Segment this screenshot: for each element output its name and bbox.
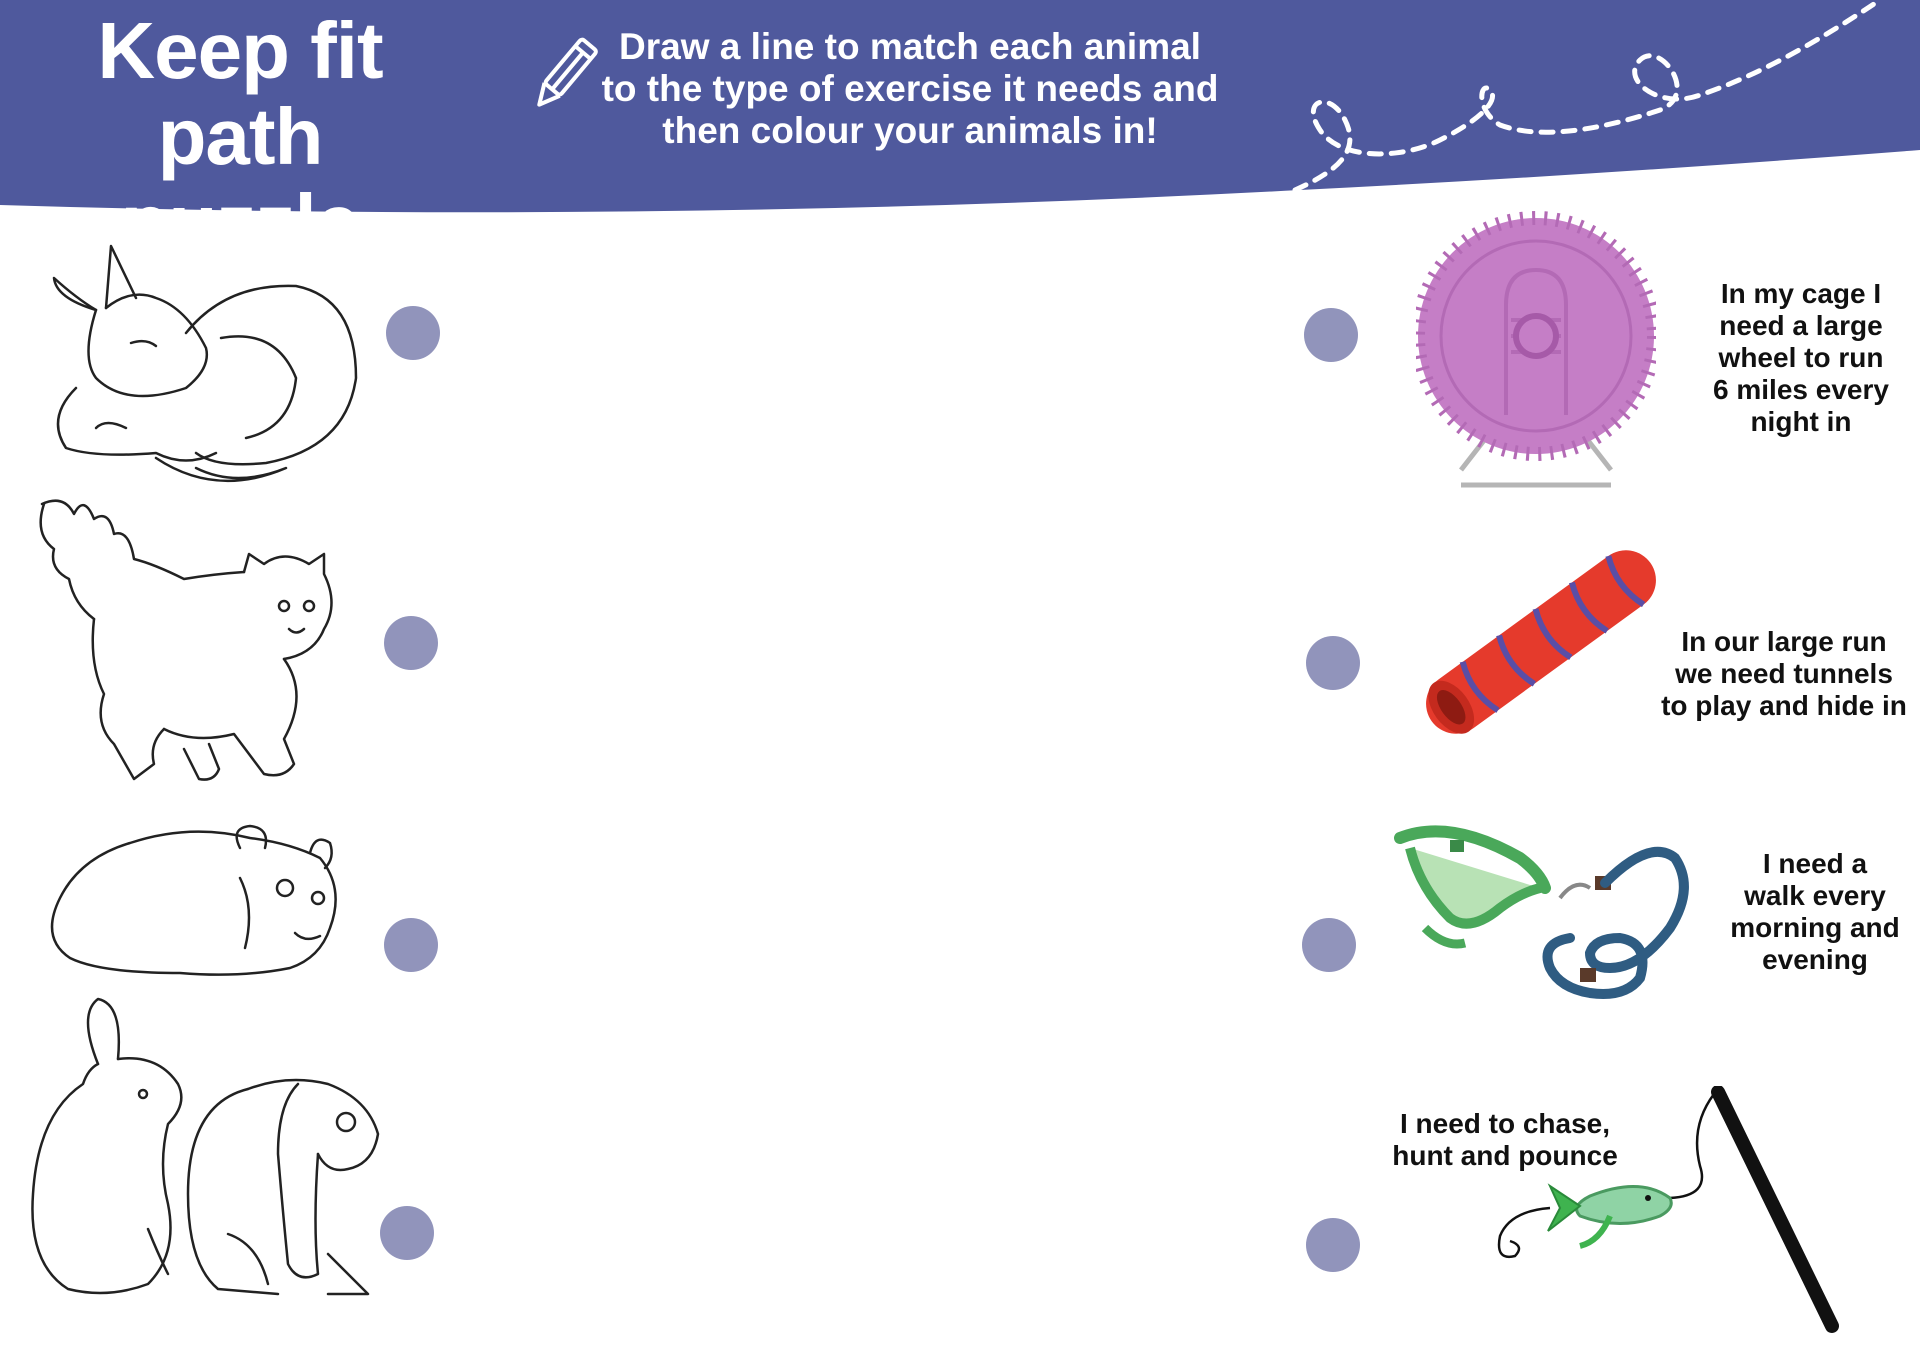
exercise-caption-4: I need to chase, hunt and pounce bbox=[1380, 1108, 1630, 1172]
caption-line: In my cage I bbox=[1720, 278, 1882, 309]
page-title: Keep fit path puzzle bbox=[30, 8, 450, 266]
harness-and-lead-icon bbox=[1390, 818, 1700, 1000]
instructions-line-3: then colour your animals in! bbox=[662, 110, 1158, 151]
rabbits-outline-icon bbox=[28, 994, 408, 1300]
exercise-caption-2: In our large run we need tunnels to play… bbox=[1654, 626, 1914, 722]
instructions-line-2: to the type of exercise it needs and bbox=[601, 68, 1219, 109]
caption-line: need a large bbox=[1719, 310, 1883, 341]
play-tunnel-icon bbox=[1396, 526, 1686, 758]
instructions: Draw a line to match each animal to the … bbox=[600, 26, 1220, 152]
caption-line: evening bbox=[1762, 944, 1868, 975]
title-line-2: path puzzle bbox=[120, 92, 360, 267]
header-banner bbox=[0, 0, 1920, 213]
title-line-1: Keep fit bbox=[97, 6, 383, 95]
dashed-path-decoration bbox=[1292, 0, 1883, 193]
caption-line: I need a bbox=[1762, 848, 1868, 879]
exercise-dot-3[interactable] bbox=[1302, 918, 1356, 972]
pencil-icon bbox=[537, 37, 598, 107]
exercise-dot-1[interactable] bbox=[1304, 308, 1358, 362]
caption-line: In our large run bbox=[1681, 626, 1887, 657]
exercise-dot-2[interactable] bbox=[1306, 636, 1360, 690]
caption-line: walk every bbox=[1744, 880, 1886, 911]
caption-line: we need tunnels bbox=[1675, 658, 1893, 689]
caption-line: to play and hide in bbox=[1661, 690, 1907, 721]
dog-outline-icon bbox=[36, 238, 366, 494]
caption-line: wheel to run bbox=[1718, 342, 1884, 373]
caption-line: night in bbox=[1750, 406, 1852, 437]
exercise-caption-1: In my cage I need a large wheel to run 6… bbox=[1696, 278, 1906, 438]
exercise-dot-4[interactable] bbox=[1306, 1218, 1360, 1272]
caption-line: 6 miles every bbox=[1713, 374, 1889, 405]
animal-dot-4[interactable] bbox=[380, 1206, 434, 1260]
animal-dot-3[interactable] bbox=[384, 918, 438, 972]
caption-line: I need to chase, bbox=[1399, 1108, 1611, 1139]
instructions-line-1: Draw a line to match each animal bbox=[619, 26, 1201, 67]
animal-dot-1[interactable] bbox=[386, 306, 440, 360]
animal-dot-2[interactable] bbox=[384, 616, 438, 670]
fishing-rod-toy-icon bbox=[1470, 1086, 1850, 1336]
cat-outline-icon bbox=[34, 494, 364, 784]
caption-line: hunt and pounce bbox=[1392, 1140, 1618, 1171]
hamster-wheel-icon bbox=[1416, 200, 1656, 492]
caption-line: morning and bbox=[1730, 912, 1900, 943]
exercise-caption-3: I need a walk every morning and evening bbox=[1712, 848, 1918, 976]
guinea-pig-outline-icon bbox=[40, 818, 350, 978]
